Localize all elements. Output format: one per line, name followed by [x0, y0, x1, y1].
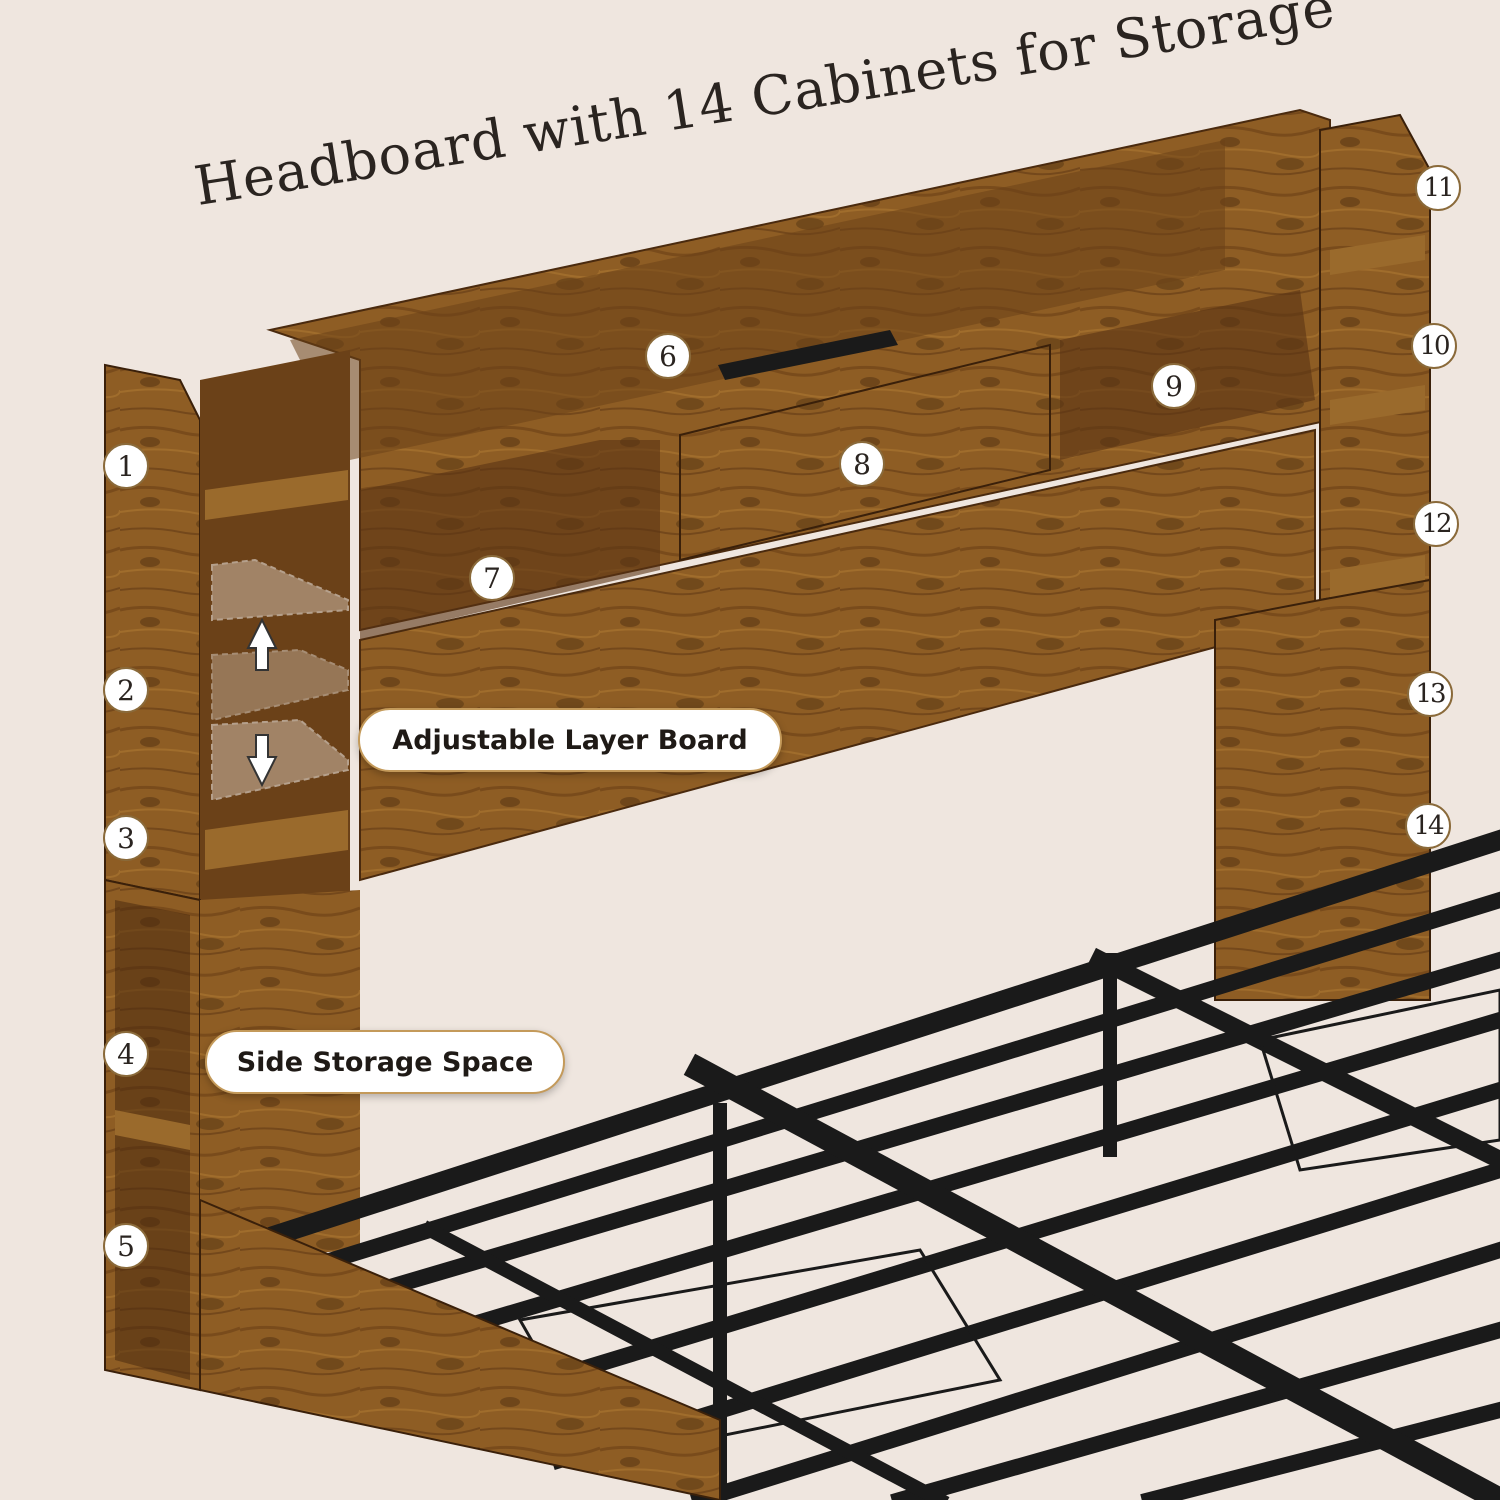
- cabinet-badge-7: 7: [469, 555, 515, 601]
- cabinet-badge-8: 8: [839, 441, 885, 487]
- adjustable-layer-board-label: Adjustable Layer Board: [358, 708, 782, 772]
- cabinet-badge-11: 11: [1415, 165, 1461, 211]
- cabinet-badge-4: 4: [103, 1031, 149, 1077]
- cabinet-badge-9: 9: [1151, 363, 1197, 409]
- side-storage-space-label: Side Storage Space: [205, 1030, 565, 1094]
- metal-frame: [217, 829, 1500, 1500]
- power-strip: [718, 330, 898, 380]
- cabinet-badge-5: 5: [103, 1223, 149, 1269]
- cabinet-badge-13: 13: [1407, 671, 1453, 717]
- cabinet-badge-1: 1: [103, 443, 149, 489]
- cabinet-badge-3: 3: [103, 815, 149, 861]
- cabinet-badge-12: 12: [1413, 501, 1459, 547]
- cabinet-badge-6: 6: [645, 333, 691, 379]
- cabinet-badge-10: 10: [1411, 323, 1457, 369]
- cabinet-badge-14: 14: [1405, 803, 1451, 849]
- right-tower: [1319, 113, 1431, 602]
- cabinet-badge-2: 2: [103, 667, 149, 713]
- footboard: [199, 1198, 721, 1500]
